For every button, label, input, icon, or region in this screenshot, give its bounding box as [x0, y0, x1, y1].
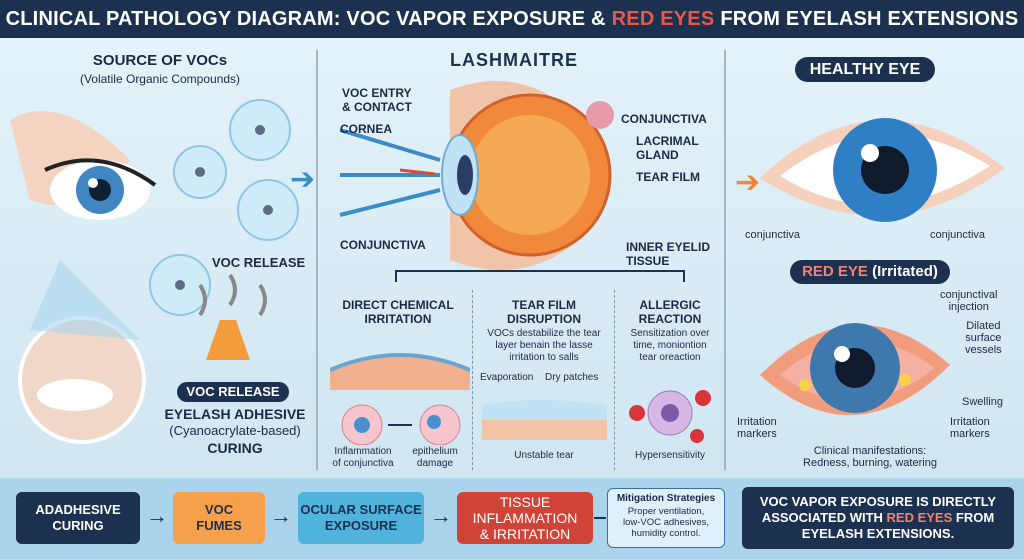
- caption-hypersensitivity: Hypersensitivity: [634, 450, 706, 461]
- arrow-icon: →: [270, 503, 292, 528]
- title-highlight: RED EYES: [611, 7, 715, 30]
- healthy-eye-badge: HEALTHY EYE: [795, 57, 935, 82]
- caption-epithelium: epithelium damage: [412, 446, 458, 469]
- caption-unstable-tear: Unstable tear: [514, 450, 574, 461]
- label-cornea: CORNEA: [340, 122, 393, 136]
- label-healthy-conjunctiva-left: conjunctiva: [745, 229, 801, 241]
- tear-film-illustration: [482, 400, 607, 440]
- conclusion-text: VOC VAPOR EXPOSURE IS DIRECTLY ASSOCIATE…: [759, 494, 997, 525]
- col-chemical-title: DIRECT CHEMICAL IRRITATION: [342, 298, 454, 326]
- label-voc-entry: VOC ENTRY & CONTACT: [342, 86, 412, 114]
- immune-cell-icon: [629, 390, 711, 443]
- label-evaporation: Evaporation: [480, 372, 534, 383]
- label-irritation-left: Irritation markers: [737, 416, 777, 440]
- branch-connector: [395, 270, 685, 282]
- allergic-description: Sensitization over time, moniontion tear…: [630, 328, 710, 363]
- column-divider: [614, 290, 615, 470]
- conclusion-box: VOC VAPOR EXPOSURE IS DIRECTLY ASSOCIATE…: [742, 487, 1014, 549]
- divider: [316, 50, 318, 470]
- arrow-right-icon: ➔: [290, 163, 316, 196]
- column-divider: [472, 290, 473, 470]
- flow-step-exposure: OCULAR SURFACE EXPOSURE: [298, 492, 424, 544]
- tearfilm-description: VOCs destabilize the tear layer benain t…: [487, 328, 601, 363]
- adhesive-subtitle: (Cyanoacrylate-based): [169, 423, 301, 438]
- eye-illustration-icon: [10, 111, 157, 220]
- label-swelling: Swelling: [962, 396, 1003, 408]
- label-conjunctiva-left: CONJUNCTIVA: [340, 238, 426, 252]
- label-irritation-right: Irritation markers: [950, 416, 990, 440]
- page-title: CLINICAL PATHOLOGY DIAGRAM: VOC VAPOR EX…: [0, 0, 1024, 38]
- title-text: CLINICAL PATHOLOGY DIAGRAM: VOC VAPOR EX…: [5, 7, 606, 30]
- label-healthy-conjunctiva-right: conjunctiva: [930, 229, 986, 241]
- arrow-icon: →: [146, 503, 168, 528]
- label-dilated-vessels: Dilated surface vessels: [965, 320, 1002, 356]
- col-allergic-title: ALLERGIC REACTION: [638, 298, 702, 326]
- label-conjunctival-injection: conjunctival injection: [940, 289, 998, 313]
- voc-release-label: VOC RELEASE: [212, 255, 306, 270]
- source-title: SOURCE OF VOCs: [92, 52, 228, 69]
- flow-step-curing: ADADHESIVE CURING: [16, 492, 140, 544]
- title-text-end: FROM EYELASH EXTENSIONS: [720, 7, 1019, 30]
- adhesive-title: EYELASH ADHESIVE: [164, 406, 306, 422]
- adhesive-curing: CURING: [207, 440, 263, 456]
- voc-source-illustration: [10, 99, 299, 444]
- mitigation-box: Mitigation Strategies Proper ventilation…: [607, 488, 725, 548]
- healthy-eye-illustration: [760, 118, 1005, 222]
- label-inner-eyelid: INNER EYELID TISSUE: [626, 240, 711, 268]
- label-dry-patches: Dry patches: [545, 372, 599, 383]
- voc-release-badge: VOC RELEASE: [177, 382, 289, 402]
- divider: [724, 50, 726, 470]
- chemical-irritation-illustration: [330, 353, 470, 445]
- eye-anatomy-illustration: [339, 81, 614, 270]
- mitigation-text: Proper ventilation, low-VOC adhesives, h…: [622, 506, 710, 539]
- arrow-right-icon: ➔: [735, 166, 761, 199]
- flow-step-fumes: VOC FUMES: [173, 492, 265, 544]
- label-tear-film: TEAR FILM: [636, 170, 700, 184]
- mitigation-title: Mitigation Strategies: [616, 493, 716, 504]
- caption-inflammation: Inflammation of conjunctiva: [332, 446, 394, 469]
- connector: [594, 517, 606, 519]
- conclusion-text-end: FROM EYELASH EXTENSIONS.: [801, 510, 995, 541]
- molecule-bubbles-icon: [149, 99, 299, 316]
- flow-step-inflammation: TISSUE INFLAMMATION & IRRITATION: [457, 492, 593, 544]
- label-conjunctiva-right: CONJUNCTIVA: [621, 112, 707, 126]
- col-tearfilm-title: TEAR FILM DISRUPTION: [506, 298, 581, 326]
- source-subtitle: (Volatile Organic Compounds): [79, 72, 241, 86]
- label-lacrimal-gland: LACRIMAL GLAND: [636, 134, 699, 162]
- arrow-icon: →: [430, 503, 452, 528]
- brand-logo: LASHMAITRE: [450, 50, 578, 70]
- conclusion-highlight: RED EYES: [886, 510, 953, 525]
- clinical-manifestations: Clinical manifestations: Redness, burnin…: [803, 445, 937, 469]
- red-eye-badge-text: RED EYE: [802, 263, 868, 280]
- red-eye-badge: RED EYE (Irritated): [790, 260, 950, 284]
- red-eye-illustration: [760, 323, 950, 416]
- flask-icon: [198, 273, 267, 360]
- red-eye-badge-sub: (Irritated): [872, 263, 938, 280]
